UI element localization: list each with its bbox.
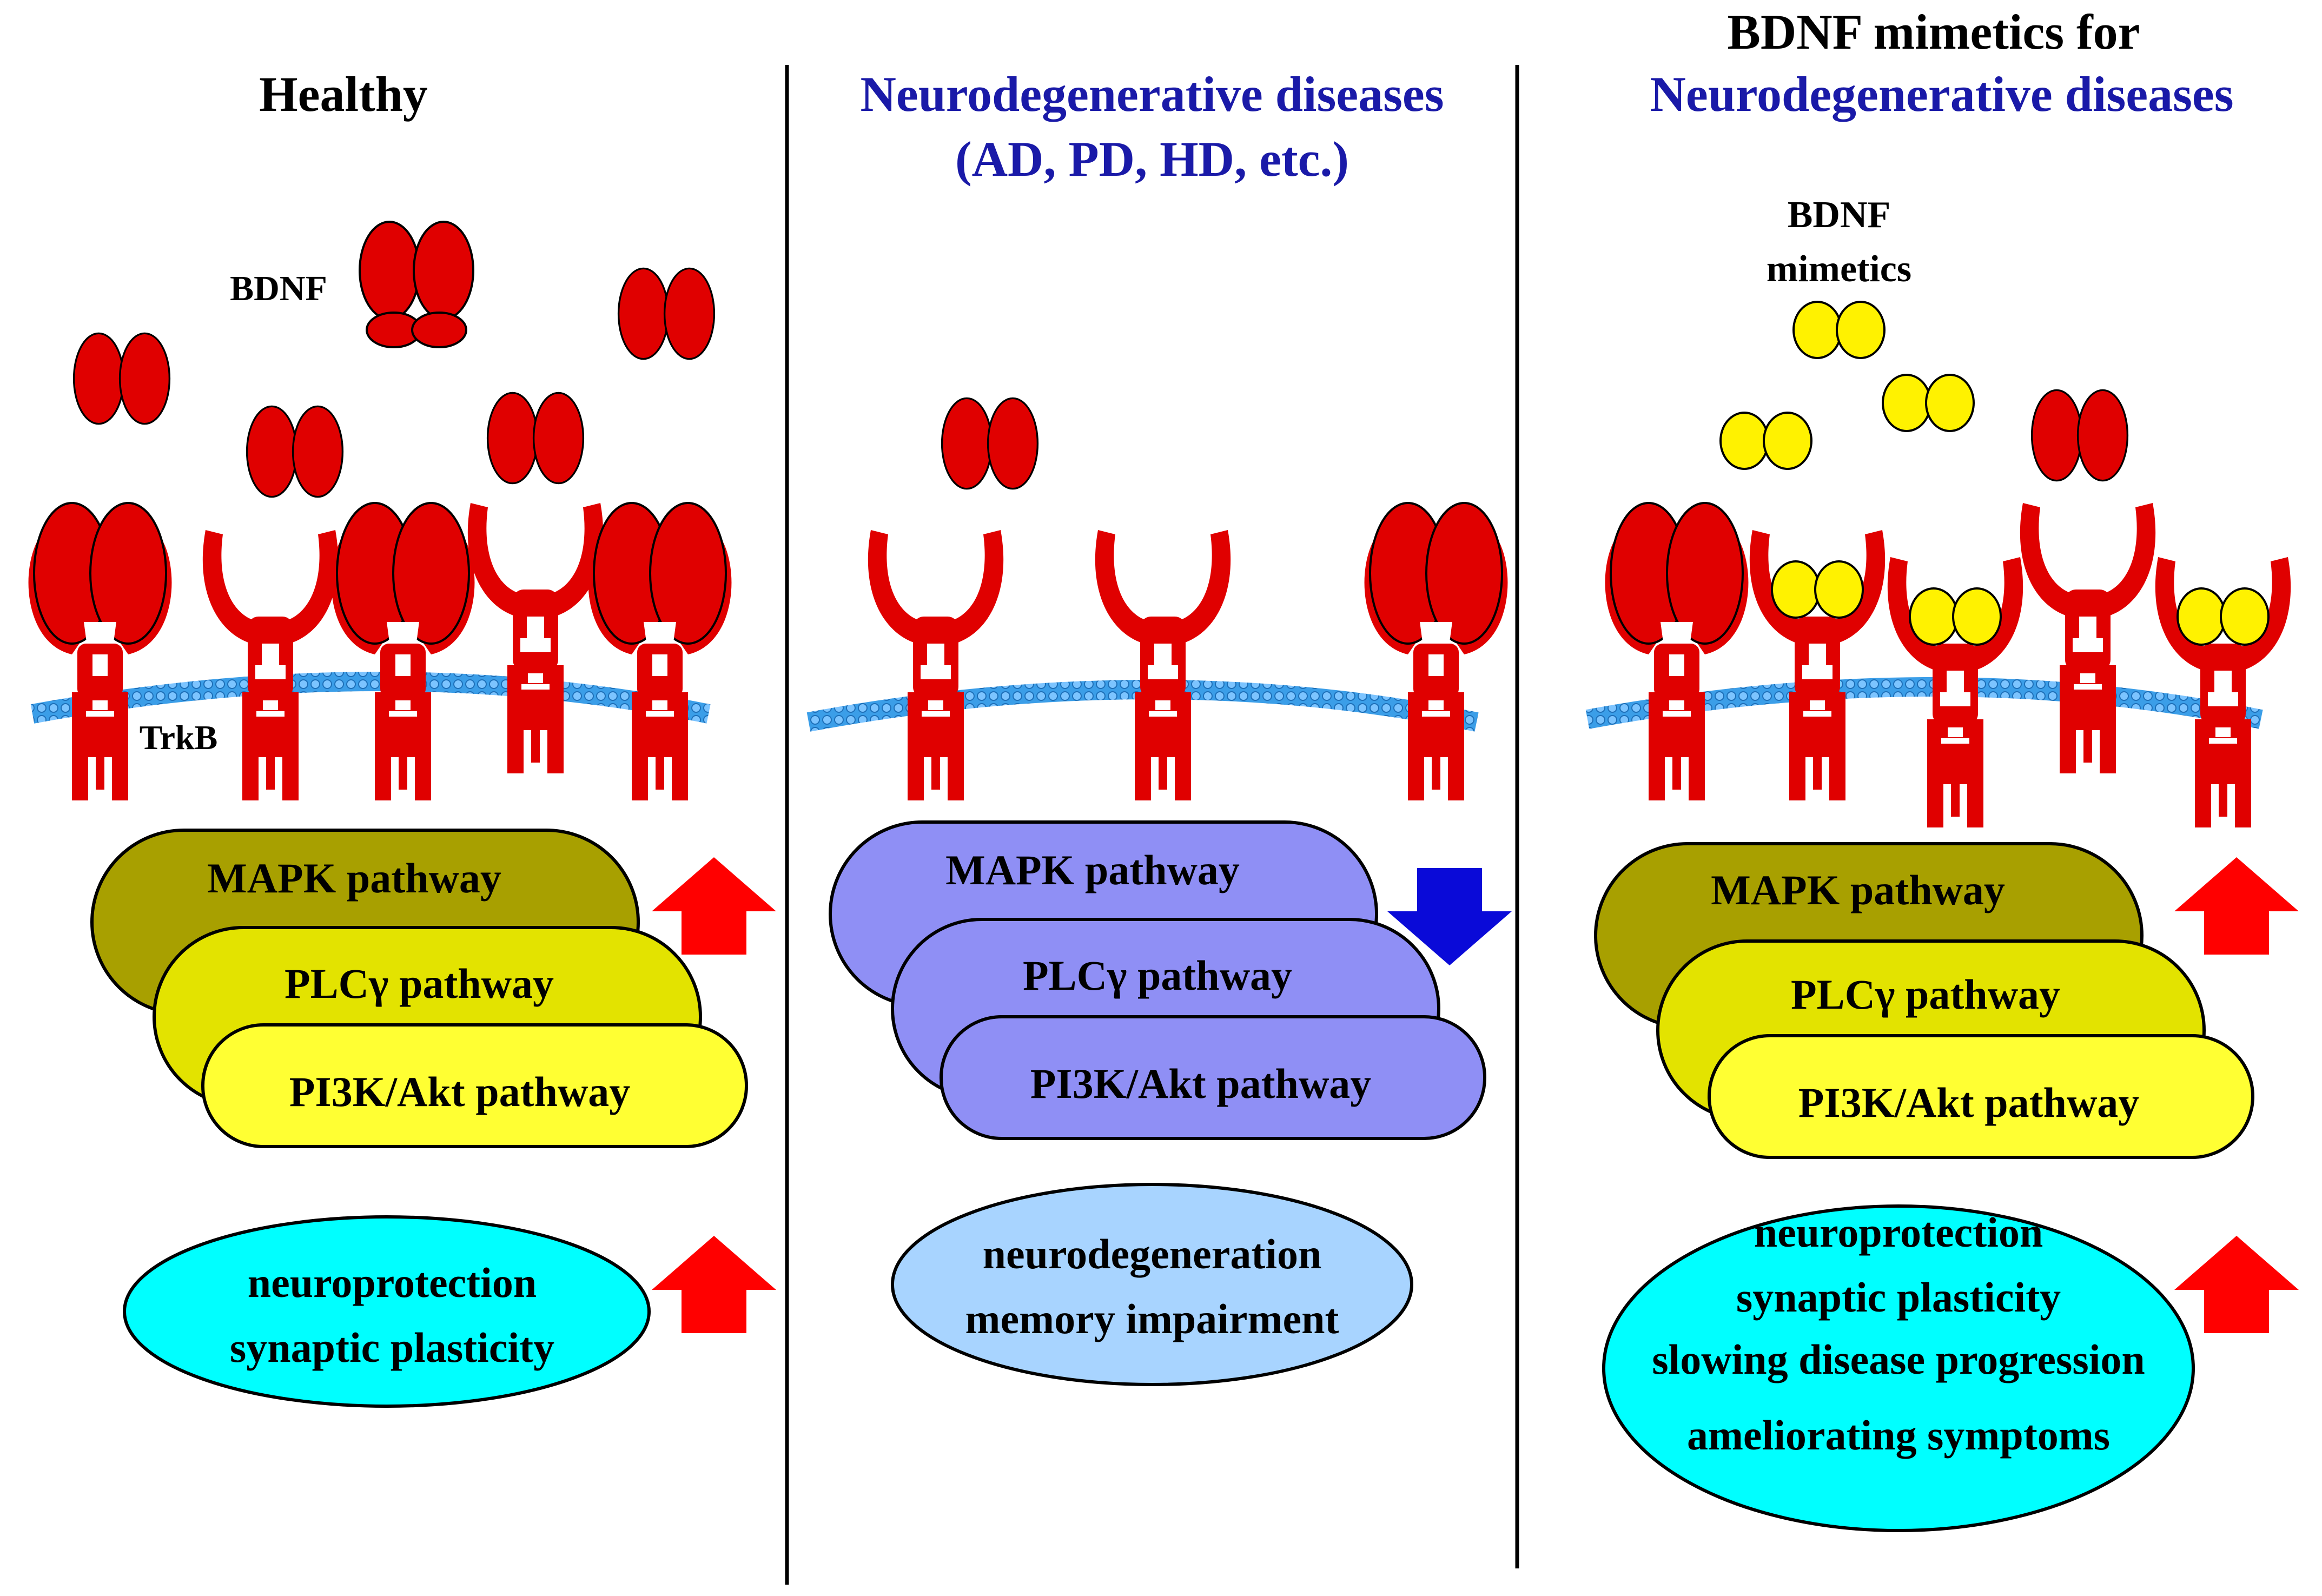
outcome-text: synaptic plasticity (230, 1324, 554, 1371)
mapk-pathway-label: MAPK pathway (207, 855, 501, 902)
arrow-up-icon (652, 1236, 776, 1333)
outcome-text: neuroprotection (248, 1259, 537, 1306)
outcome-disease (891, 1183, 1413, 1386)
arrow-up-icon (2174, 857, 2299, 955)
outcome-text: slowing disease progression (1652, 1336, 2145, 1383)
disease-subtitle: (AD, PD, HD, etc.) (955, 131, 1349, 187)
pi3k-pathway-label: PI3K/Akt pathway (1798, 1079, 2140, 1126)
panel-disease: Neurodegenerative diseases (AD, PD, HD, … (806, 67, 1512, 1386)
bdnf-label: BDNF (230, 269, 327, 308)
mimetics-subtitle: Neurodegenerative diseases (1650, 67, 2233, 122)
bdnf-molecule (72, 332, 171, 425)
pi3k-pathway (1708, 1034, 2254, 1159)
outcome-text: neuroprotection (1754, 1209, 2043, 1256)
trkb-receptor (202, 530, 339, 800)
healthy-title: Healthy (259, 67, 428, 122)
arrow-up-icon (652, 857, 776, 955)
outcome-text: ameliorating symptoms (1687, 1412, 2110, 1459)
cell-membrane (30, 672, 711, 724)
bdnf-molecule (359, 221, 474, 348)
arrow-up-icon (2174, 1236, 2299, 1333)
mimetic-molecule (1882, 374, 1975, 432)
bdnf-molecule (2030, 389, 2129, 482)
plc-pathway-label: PLCγ pathway (285, 960, 554, 1007)
disease-title: Neurodegenerative diseases (860, 67, 1444, 122)
bdnf-molecule (246, 405, 344, 498)
bdnf-molecule (486, 392, 585, 485)
trkb-receptor-bound (587, 502, 733, 802)
outcome-healthy (123, 1215, 651, 1408)
trkb-receptor (1095, 530, 1231, 800)
trkb-receptor (2020, 503, 2156, 773)
mapk-pathway-label: MAPK pathway (945, 846, 1240, 893)
mimetic-molecule (1792, 301, 1886, 359)
trkb-receptor-mimetic (1750, 530, 1885, 800)
bdnf-molecule (617, 267, 716, 360)
pi3k-pathway (940, 1015, 1486, 1140)
trkb-receptor (467, 503, 604, 773)
trkb-receptor-bound (1363, 502, 1509, 802)
outcome-text: neurodegeneration (983, 1230, 1322, 1277)
plc-pathway-label: PLCγ pathway (1023, 952, 1292, 999)
pathway-stack: MAPK pathway PLCγ pathway PI3K/Akt pathw… (90, 829, 748, 1148)
trkb-receptor-bound (330, 502, 476, 802)
trkb-label: TrkB (140, 718, 218, 757)
outcome-text: memory impairment (965, 1295, 1339, 1342)
mimetics-label: mimetics (1767, 248, 1911, 290)
trkb-receptor-bound (1604, 502, 1750, 802)
bdnf-molecule (941, 397, 1039, 490)
trkb-receptor (868, 530, 1004, 800)
pathway-stack: MAPK pathway PLCγ pathway PI3K/Akt pathw… (1594, 842, 2254, 1159)
panel-healthy: Healthy BDNF TrkB MAPK pathway PLCγ path… (27, 67, 776, 1408)
trkb-receptor-mimetic (2155, 557, 2291, 827)
pi3k-pathway (201, 1023, 748, 1148)
outcome-text: synaptic plasticity (1736, 1274, 2061, 1321)
pi3k-pathway-label: PI3K/Akt pathway (289, 1068, 631, 1115)
mimetics-label: BDNF (1788, 194, 1891, 236)
mimetic-molecule (1719, 412, 1812, 470)
outcome-mimetics (1602, 1204, 2195, 1532)
plc-pathway-label: PLCγ pathway (1791, 971, 2060, 1018)
mapk-pathway-label: MAPK pathway (1711, 866, 2005, 913)
pathway-stack: MAPK pathway PLCγ pathway PI3K/Akt pathw… (829, 820, 1486, 1140)
pi3k-pathway-label: PI3K/Akt pathway (1030, 1060, 1372, 1107)
mimetics-title: BDNF mimetics for (1728, 4, 2140, 59)
panel-mimetics: BDNF mimetics for Neurodegenerative dise… (1585, 4, 2299, 1532)
